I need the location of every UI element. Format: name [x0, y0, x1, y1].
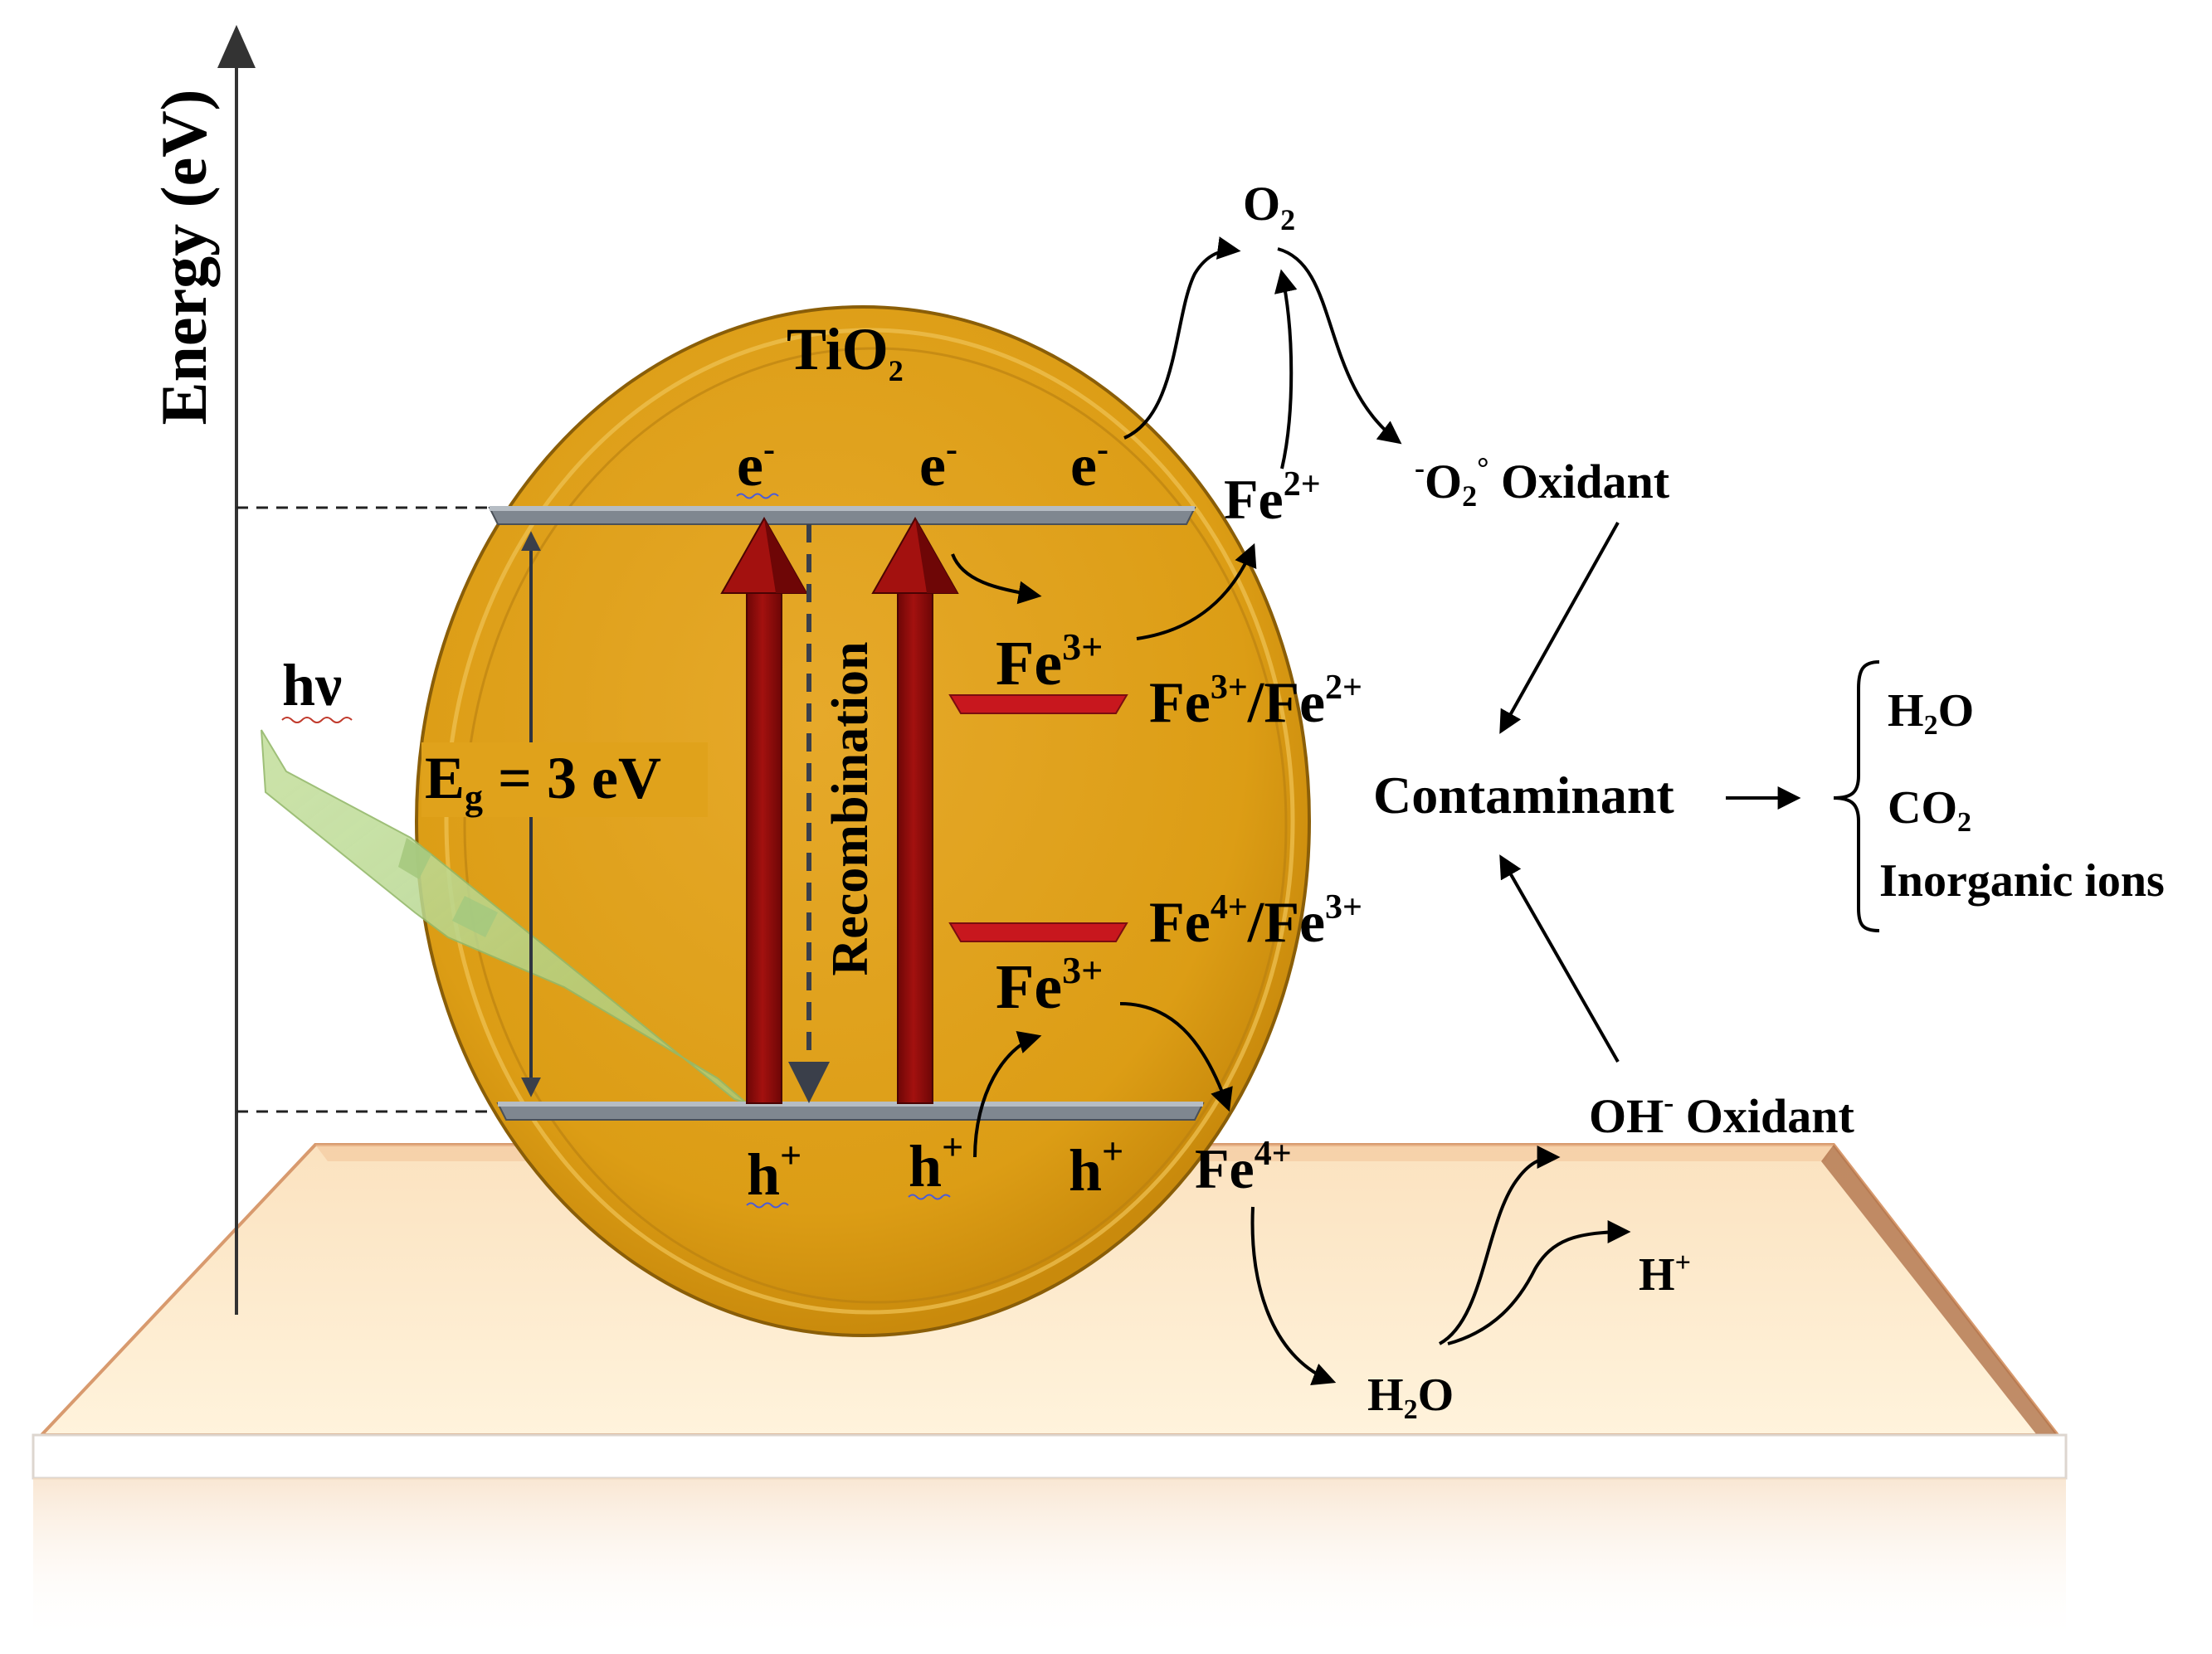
electron-1-underline — [736, 493, 779, 499]
valence-band — [496, 1102, 1205, 1121]
hole-2: h+ — [909, 1126, 963, 1199]
hole-3: h+ — [1069, 1130, 1123, 1204]
product-water: H2O — [1888, 685, 1974, 741]
arrow-water-to-proton — [1447, 1220, 1631, 1345]
electron-2: e- — [919, 431, 957, 499]
arrow-superoxide-to-contaminant — [1499, 522, 1620, 734]
tio2-label: TiO2 — [787, 316, 904, 387]
electron-1: e- — [737, 431, 775, 499]
reaction-arrows — [951, 236, 1801, 1386]
arrow-fe3-to-fe4 — [1119, 1002, 1233, 1112]
excitation-arrow-2 — [871, 516, 959, 1104]
light-beam — [261, 729, 748, 1104]
arrow-e-to-o2 — [1123, 236, 1241, 440]
hydroxyl-label: OH- Oxidant — [1589, 1086, 1854, 1143]
fe-level-upper-bar — [948, 694, 1128, 714]
arrow-fe4-to-water — [1250, 1206, 1337, 1386]
arrow-e-to-fe3 — [951, 553, 1042, 605]
arrow-water-to-hydroxyl — [1439, 1146, 1561, 1345]
fe-level-lower-bar — [948, 922, 1128, 942]
fe3-lower-label: Fe3+ — [996, 949, 1103, 1022]
superoxide-label: -O2° Oxidant — [1415, 451, 1670, 513]
o2-label: O2 — [1243, 177, 1295, 236]
arrow-o2-to-superoxide — [1277, 247, 1402, 445]
fe3-upper-label: Fe3+ — [996, 625, 1103, 698]
energy-axis — [217, 25, 256, 1315]
tio2-particle — [415, 305, 1311, 1337]
arrow-fe2-to-o2 — [1274, 269, 1298, 469]
arrow-fe3-to-fe2 — [1136, 542, 1257, 640]
bandgap-label: Eg = 3 eV — [425, 745, 661, 818]
contaminant-label: Contaminant — [1373, 766, 1674, 825]
product-co2: CO2 — [1888, 782, 1971, 838]
light-label-underline — [281, 717, 353, 723]
fe2-label: Fe2+ — [1224, 465, 1321, 531]
bandgap-label-bg — [421, 742, 708, 817]
hole-1-underline — [746, 1202, 789, 1209]
recombination-arrowhead — [788, 1062, 830, 1103]
product-inorganic-ions: Inorganic ions — [1879, 855, 2165, 907]
excitation-arrow-1 — [720, 516, 808, 1104]
products-brace — [1833, 660, 1880, 932]
electron-3: e- — [1070, 431, 1108, 499]
proton-label: H+ — [1639, 1248, 1691, 1301]
fe-level-upper-label: Fe3+/Fe2+ — [1149, 669, 1362, 735]
conduction-band — [488, 506, 1196, 525]
hole-1: h+ — [747, 1134, 801, 1208]
fe4-label: Fe4+ — [1195, 1135, 1292, 1200]
water-label: H2O — [1367, 1369, 1454, 1425]
arrow-h-to-fe3 — [973, 1031, 1042, 1158]
fe-level-lower-label: Fe4+/Fe3+ — [1149, 888, 1362, 955]
energy-axis-label: Energy (eV) — [148, 89, 220, 425]
recombination-label: Recombination — [822, 642, 879, 976]
arrow-hydroxyl-to-contaminant — [1499, 854, 1620, 1063]
light-label: hν — [282, 652, 342, 718]
hole-2-underline — [908, 1194, 951, 1200]
